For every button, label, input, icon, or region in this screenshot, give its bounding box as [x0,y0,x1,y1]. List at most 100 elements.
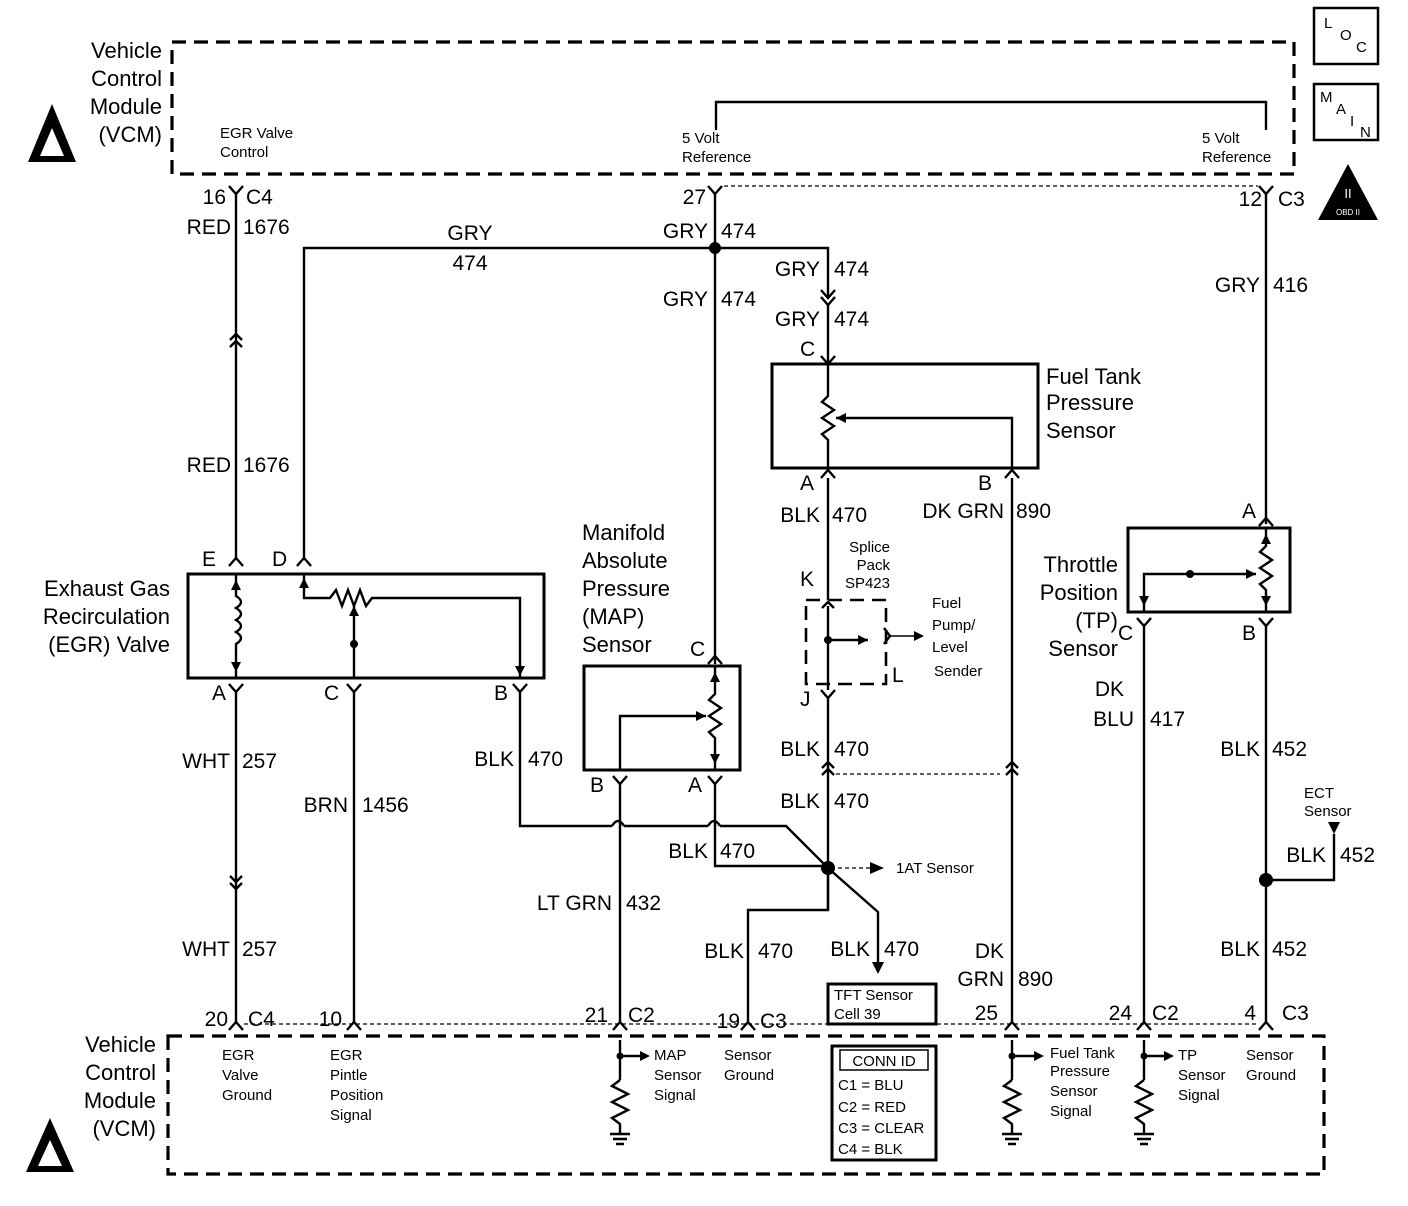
svg-text:(TP): (TP) [1075,608,1118,633]
svg-text:Sensor: Sensor [1178,1067,1226,1084]
svg-text:Sensor: Sensor [1046,418,1116,443]
svg-text:B: B [590,774,604,797]
svg-text:Vehicle: Vehicle [91,38,162,63]
svg-text:II: II [1344,186,1351,201]
reference-bus [714,100,1268,130]
svg-text:474: 474 [452,252,487,275]
vcm-bottom-box [166,1034,1326,1176]
tp-sensor-label: Throttle Position (TP) Sensor [1040,552,1118,661]
svg-text:257: 257 [242,938,277,961]
svg-text:Pump/: Pump/ [932,617,976,634]
svg-text:C3: C3 [760,1010,787,1033]
svg-text:GRY: GRY [775,308,820,331]
svg-text:DK GRN: DK GRN [922,500,1004,523]
svg-text:DK: DK [1095,678,1124,701]
svg-text:J: J [800,688,811,711]
svg-text:4: 4 [1244,1002,1256,1025]
inline-connector [229,875,243,891]
esd-icon-top [28,104,76,162]
svg-text:A: A [212,682,226,705]
svg-text:N: N [1360,124,1371,141]
svg-text:C3: C3 [1282,1002,1309,1025]
svg-text:TFT Sensor: TFT Sensor [834,987,913,1004]
egr-valve [186,572,546,680]
map-sensor [582,664,742,772]
svg-text:Manifold: Manifold [582,520,665,545]
svg-text:890: 890 [1016,500,1051,523]
svg-text:BLK: BLK [1220,938,1260,961]
svg-text:B: B [1242,622,1256,645]
svg-text:27: 27 [683,186,706,209]
pin-4: 4 C3 [1244,1002,1309,1031]
svg-text:(EGR) Valve: (EGR) Valve [48,632,170,657]
func-egr-pintle-position: EGR Pintle Position Signal [330,1047,383,1124]
svg-text:A: A [688,774,702,797]
svg-text:Pressure: Pressure [1046,390,1134,415]
svg-text:470: 470 [528,748,563,771]
pin-12: 12 C3 [1239,185,1305,211]
esd-icon-bottom [26,1118,74,1172]
svg-text:Position: Position [1040,580,1118,605]
svg-text:417: 417 [1150,708,1185,731]
pin-24: 24 C2 [1109,1002,1179,1031]
svg-text:10: 10 [319,1008,342,1031]
inline-connector [1005,760,1019,776]
svg-text:C3 = CLEAR: C3 = CLEAR [838,1120,924,1137]
svg-text:C: C [800,338,815,361]
pullup-resistor-tp [1133,1040,1174,1146]
svg-text:GRY: GRY [447,222,492,245]
svg-text:OBD II: OBD II [1336,208,1360,217]
svg-text:L: L [892,664,904,687]
svg-text:GRY: GRY [663,288,708,311]
svg-text:21: 21 [585,1004,608,1027]
splice-pack-sp423: Splice Pack SP423 K J L [800,539,924,711]
vcm-bottom-label: Vehicle Control Module (VCM) [84,1032,156,1141]
svg-text:470: 470 [720,840,755,863]
svg-text:452: 452 [1340,844,1375,867]
svg-text:Sensor: Sensor [1246,1047,1294,1064]
svg-text:Signal: Signal [1178,1087,1220,1104]
svg-text:Control: Control [85,1060,156,1085]
svg-text:470: 470 [884,938,919,961]
svg-text:Pressure: Pressure [582,576,670,601]
svg-text:Position: Position [330,1087,383,1104]
svg-text:BLK: BLK [780,504,820,527]
iat-sensor-label: 1AT Sensor [896,860,974,877]
svg-text:Sensor: Sensor [1304,803,1352,820]
svg-text:TP: TP [1178,1047,1197,1064]
svg-text:K: K [800,568,814,591]
svg-text:C3: C3 [1278,188,1305,211]
svg-text:C: C [690,638,705,661]
svg-text:BRN: BRN [304,794,348,817]
svg-text:Fuel Tank: Fuel Tank [1050,1045,1115,1062]
main-badge: M A I N [1312,82,1380,142]
svg-text:Sensor: Sensor [654,1067,702,1084]
ect-sensor-label: ECT Sensor [1304,785,1352,820]
svg-text:Fuel: Fuel [932,595,961,612]
func-egr-valve-ground: EGR Valve Ground [222,1047,272,1104]
ref-b-label: 5 Volt [1202,130,1240,147]
svg-text:C2: C2 [628,1004,655,1027]
throttle-position-sensor [1126,526,1292,614]
svg-text:RED: RED [187,216,231,239]
pin-20: 20 C4 [205,1008,276,1031]
svg-text:Signal: Signal [1050,1103,1092,1120]
inline-connector [229,332,243,348]
map-sensor-label: Manifold Absolute Pressure (MAP) Sensor [582,520,670,657]
svg-text:416: 416 [1273,274,1308,297]
svg-text:DK: DK [975,940,1004,963]
svg-text:Splice: Splice [849,539,890,556]
svg-text:Reference: Reference [1202,149,1271,166]
svg-text:BLK: BLK [1220,738,1260,761]
svg-text:Pintle: Pintle [330,1067,368,1084]
svg-text:C: C [1118,622,1133,645]
svg-text:GRY: GRY [1215,274,1260,297]
svg-text:474: 474 [721,288,756,311]
fuel-pump-level-sender-label: Fuel Pump/ Level Sender [932,595,982,680]
svg-text:WHT: WHT [182,750,230,773]
svg-text:Fuel Tank: Fuel Tank [1046,364,1142,389]
pin-25: 25 [975,1002,1020,1031]
svg-text:Signal: Signal [330,1107,372,1124]
svg-text:Control: Control [91,66,162,91]
func-map-sensor-signal: MAP Sensor Signal [654,1047,702,1104]
